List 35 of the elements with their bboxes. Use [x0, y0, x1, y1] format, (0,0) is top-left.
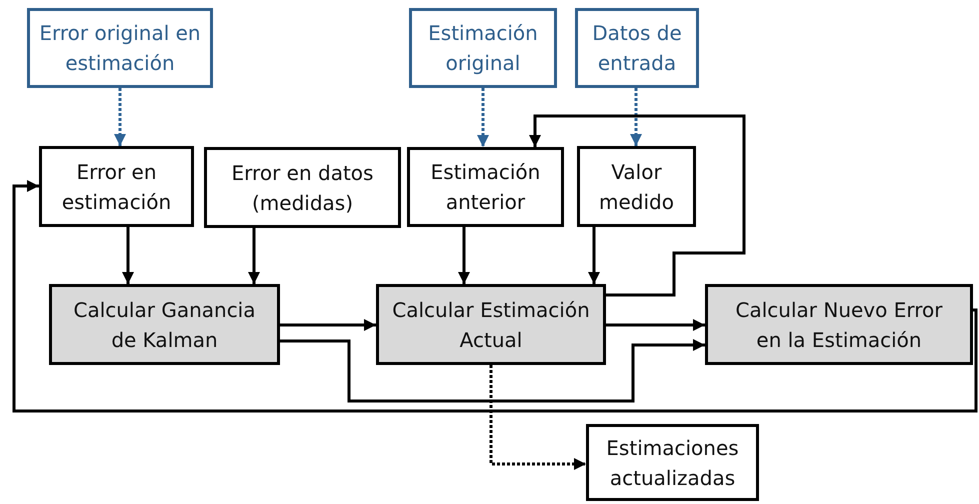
box-text: Estimación anterior	[430, 159, 542, 216]
data-box	[407, 147, 564, 227]
process-box	[705, 284, 973, 365]
arrow	[477, 88, 489, 147]
process-box	[376, 284, 606, 365]
box-text: Calcular Nuevo Error en la Estimación	[734, 296, 944, 354]
arrow	[458, 227, 470, 284]
arrow	[630, 88, 642, 146]
arrow	[122, 227, 134, 284]
arrow	[114, 88, 126, 146]
data-box	[204, 147, 401, 228]
box-text: Calcular Estimación Actual	[391, 296, 591, 354]
source-box	[409, 8, 557, 88]
source-box	[575, 8, 699, 88]
box-text: Error en estimación	[60, 158, 172, 216]
arrow	[248, 228, 260, 284]
process-box	[49, 284, 280, 365]
arrow	[280, 339, 705, 402]
arrow	[12, 180, 978, 412]
box-text: Error original en estimación	[38, 20, 202, 77]
box-text: Valor medido	[598, 158, 675, 216]
box-text: Error en datos (medidas)	[230, 160, 374, 216]
box-text: Datos de entrada	[591, 20, 683, 77]
box-text: Estimaciones actualizadas	[605, 434, 740, 492]
arrow	[588, 227, 600, 284]
arrow	[280, 319, 376, 331]
data-box	[577, 146, 696, 227]
arrow	[606, 319, 705, 331]
box-text: Calcular Ganancia de Kalman	[72, 296, 256, 354]
box-text: Estimación original	[427, 20, 539, 77]
arrow	[490, 365, 586, 470]
arrow	[529, 114, 746, 296]
data-box	[39, 146, 194, 227]
data-box	[586, 424, 759, 501]
source-box	[27, 8, 213, 88]
